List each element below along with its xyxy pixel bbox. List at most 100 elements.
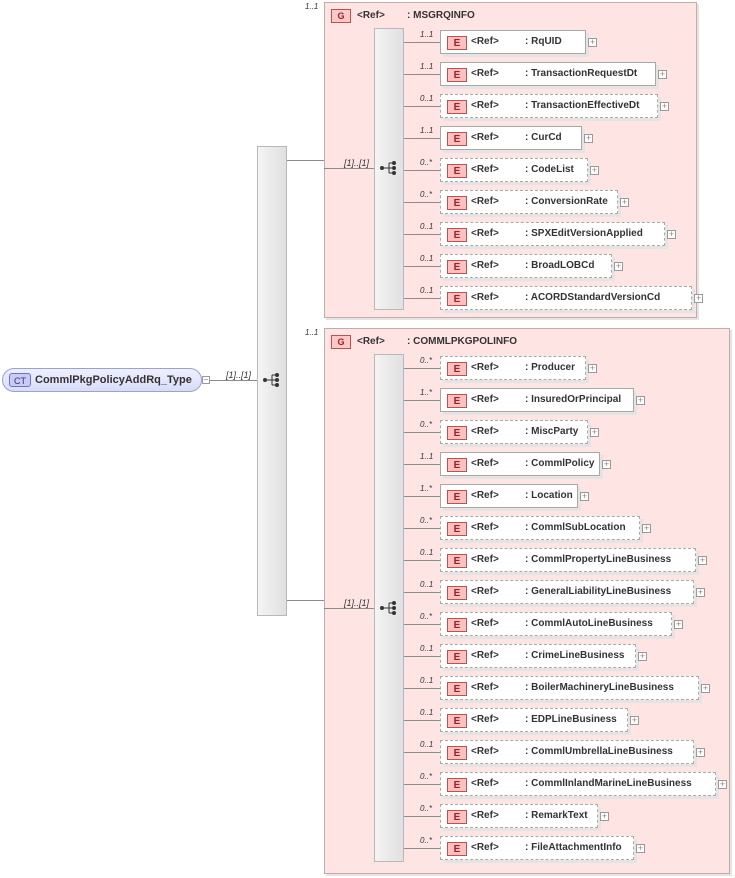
element-multiplicity: 0..* [420, 158, 433, 167]
element-name: : FileAttachmentInfo [525, 842, 622, 853]
element-badge: E [447, 260, 467, 274]
root-sequence-multiplicity: [1]..[1] [226, 370, 252, 380]
expand-icon[interactable]: + [588, 37, 597, 47]
element-ref: <Ref> [471, 490, 499, 501]
element-node[interactable]: E<Ref>: RemarkText [440, 804, 598, 828]
element-node[interactable]: E<Ref>: CommlPolicy [440, 452, 600, 476]
element-ref: <Ref> [471, 132, 499, 143]
element-multiplicity: 0..1 [420, 94, 434, 103]
element-node[interactable]: E<Ref>: TransactionEffectiveDt [440, 94, 658, 118]
connector-line [404, 496, 440, 497]
group-name: : MSGRQINFO [407, 10, 475, 21]
element-name: : InsuredOrPrincipal [525, 394, 622, 405]
element-ref: <Ref> [471, 68, 499, 79]
element-multiplicity: 0..* [420, 836, 433, 845]
connector-line [324, 608, 374, 609]
element-name: : Location [525, 490, 573, 501]
expand-icon[interactable]: + [600, 811, 609, 821]
expand-icon[interactable]: + [696, 587, 705, 597]
element-node[interactable]: E<Ref>: MiscParty [440, 420, 588, 444]
element-node[interactable]: E<Ref>: EDPLineBusiness [440, 708, 628, 732]
element-node[interactable]: E<Ref>: CommlPropertyLineBusiness [440, 548, 696, 572]
expand-icon[interactable]: + [636, 843, 645, 853]
element-node[interactable]: E<Ref>: CommlSubLocation [440, 516, 640, 540]
complex-type-badge: CT [9, 373, 31, 387]
element-name: : CrimeLineBusiness [525, 650, 625, 661]
group-ref: <Ref> [357, 336, 385, 347]
expand-icon[interactable]: + [658, 69, 667, 79]
connector-line [404, 592, 440, 593]
element-node[interactable]: E<Ref>: CodeList [440, 158, 588, 182]
group-badge: G [331, 335, 351, 349]
expand-icon[interactable]: + [660, 101, 669, 111]
connector-line [287, 160, 324, 161]
complex-type-node[interactable]: CT CommlPkgPolicyAddRq_Type [2, 368, 202, 392]
element-node[interactable]: E<Ref>: Producer [440, 356, 586, 380]
expand-icon[interactable]: + [642, 523, 651, 533]
element-node[interactable]: E<Ref>: ACORDStandardVersionCd [440, 286, 692, 310]
element-node[interactable]: E<Ref>: GeneralLiabilityLineBusiness [440, 580, 694, 604]
element-node[interactable]: E<Ref>: CommlUmbrellaLineBusiness [440, 740, 694, 764]
expand-icon[interactable]: + [667, 229, 676, 239]
sequence-icon [380, 601, 396, 615]
connector-line [404, 42, 440, 43]
element-node[interactable]: E<Ref>: CrimeLineBusiness [440, 644, 636, 668]
element-badge: E [447, 522, 467, 536]
expand-icon[interactable]: + [588, 363, 597, 373]
element-multiplicity: 0..* [420, 612, 433, 621]
expand-icon[interactable]: + [636, 395, 645, 405]
element-node[interactable]: E<Ref>: InsuredOrPrincipal [440, 388, 634, 412]
expand-icon[interactable]: + [694, 293, 703, 303]
element-node[interactable]: E<Ref>: FileAttachmentInfo [440, 836, 634, 860]
expand-icon[interactable]: + [620, 197, 629, 207]
element-badge: E [447, 36, 467, 50]
element-node[interactable]: E<Ref>: TransactionRequestDt [440, 62, 656, 86]
expand-icon[interactable]: + [584, 133, 593, 143]
element-ref: <Ref> [471, 714, 499, 725]
element-badge: E [447, 778, 467, 792]
expand-icon[interactable]: + [698, 555, 707, 565]
element-node[interactable]: E <Ref> : CommlInlandMarineLineBusiness [440, 772, 716, 796]
group-sequence-multiplicity: [1]..[1] [344, 158, 370, 168]
collapse-icon[interactable]: − [202, 375, 210, 384]
element-node[interactable]: E<Ref>: ConversionRate [440, 190, 618, 214]
element-badge: E [447, 228, 467, 242]
element-node[interactable]: E <Ref> : RqUID [440, 30, 586, 54]
group-sequence-compositor[interactable] [374, 28, 404, 310]
group-name: : COMMLPKGPOLINFO [407, 336, 517, 347]
element-ref: <Ref> [471, 778, 499, 789]
element-name: : RqUID [525, 36, 562, 47]
connector-line [404, 464, 440, 465]
element-ref: <Ref> [471, 292, 499, 303]
complex-type-name: CommlPkgPolicyAddRq_Type [35, 374, 192, 386]
element-node[interactable]: E<Ref>: Location [440, 484, 578, 508]
expand-icon[interactable]: + [638, 651, 647, 661]
element-name: : CommlInlandMarineLineBusiness [525, 778, 692, 789]
expand-icon[interactable]: + [590, 165, 599, 175]
expand-icon[interactable]: + [718, 779, 727, 789]
element-badge: E [447, 650, 467, 664]
element-ref: <Ref> [471, 554, 499, 565]
expand-icon[interactable]: + [590, 427, 599, 437]
connector-line [404, 624, 440, 625]
element-name: : CommlPropertyLineBusiness [525, 554, 672, 565]
expand-icon[interactable]: + [701, 683, 710, 693]
expand-icon[interactable]: + [602, 459, 611, 469]
expand-icon[interactable]: + [674, 619, 683, 629]
expand-icon[interactable]: + [696, 747, 705, 757]
expand-icon[interactable]: + [580, 491, 589, 501]
element-ref: <Ref> [471, 36, 499, 47]
element-node[interactable]: E<Ref>: CurCd [440, 126, 582, 150]
group-sequence-multiplicity: [1]..[1] [344, 598, 370, 608]
element-multiplicity: 1..1 [420, 62, 434, 71]
element-badge: E [447, 164, 467, 178]
element-badge: E [447, 810, 467, 824]
element-node[interactable]: E<Ref>: CommlAutoLineBusiness [440, 612, 672, 636]
element-multiplicity: 0..1 [420, 708, 434, 717]
element-node[interactable]: E<Ref>: BoilerMachineryLineBusiness [440, 676, 699, 700]
element-node[interactable]: E<Ref>: SPXEditVersionApplied [440, 222, 665, 246]
expand-icon[interactable]: + [614, 261, 623, 271]
group-multiplicity: 1..1 [305, 2, 319, 11]
expand-icon[interactable]: + [630, 715, 639, 725]
element-node[interactable]: E<Ref>: BroadLOBCd [440, 254, 612, 278]
